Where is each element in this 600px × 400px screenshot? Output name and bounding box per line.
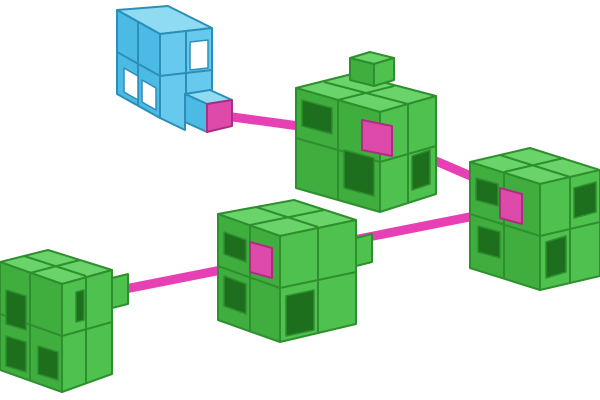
connector-port [249,241,273,279]
window-icon [189,39,209,71]
green-module-center [217,199,373,343]
window-icon [123,67,139,101]
green-module-left [0,249,129,393]
window-icon [477,225,501,259]
window-icon [5,335,27,373]
window-icon [75,289,85,323]
window-icon [475,177,499,207]
window-icon [285,289,315,337]
window-icon [223,275,247,315]
green-module-top [295,51,437,213]
window-icon [141,79,157,111]
window-icon [343,149,375,197]
window-icon [573,181,597,219]
window-icon [301,99,333,135]
connector-port [206,99,233,133]
window-icon [37,345,59,381]
window-icon [5,289,27,331]
connector-port [361,119,393,157]
window-icon [223,231,247,263]
green-module-right [469,147,600,291]
window-icon [545,235,567,279]
window-icon [411,149,431,191]
blue-module [116,5,233,133]
connector-port [499,187,523,225]
